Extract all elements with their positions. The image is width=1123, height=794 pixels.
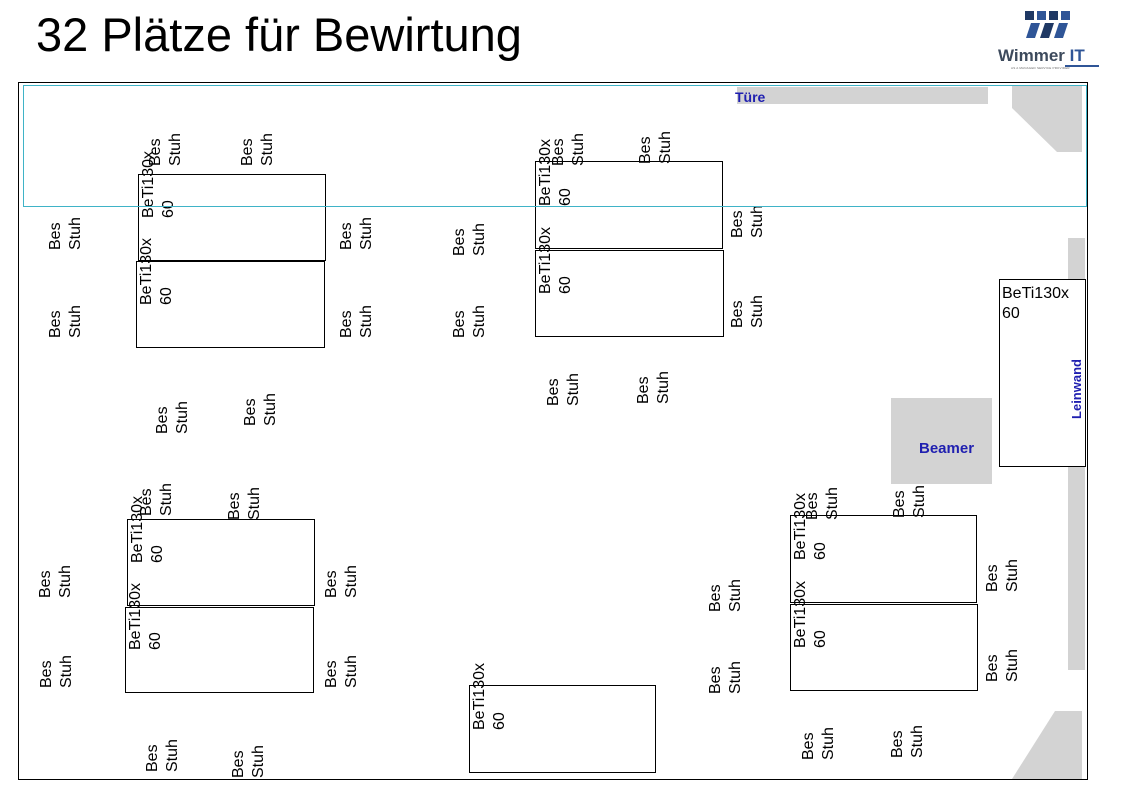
chair: Bes Stuh — [706, 648, 746, 694]
table: BeTi130x 60 — [790, 581, 978, 691]
chair: Bes Stuh — [450, 292, 490, 338]
chair: Bes Stuh — [983, 546, 1023, 592]
chair: Bes Stuh — [322, 552, 362, 598]
chair: Bes Stuh — [803, 474, 843, 520]
chair-label: Bes Stuh — [323, 655, 360, 688]
corner-fixture-bottom — [1012, 711, 1082, 779]
chair-label: Bes Stuh — [545, 373, 582, 406]
table: BeTi130x 60 — [790, 493, 977, 603]
chair-label: Bes Stuh — [47, 217, 84, 250]
chair: Bes Stuh — [799, 714, 839, 760]
chair-label: Bes Stuh — [635, 371, 672, 404]
screen-label: Leinwand — [1069, 359, 1084, 419]
table: BeTi130x 60 — [469, 663, 656, 773]
table: BeTi130x 60 — [127, 496, 315, 606]
chair-label: Bes Stuh — [242, 393, 279, 426]
chair: Bes Stuh — [728, 282, 768, 328]
chair: Bes Stuh — [46, 292, 86, 338]
chair-label: Bes Stuh — [38, 655, 75, 688]
chair-label: Bes Stuh — [800, 727, 837, 760]
chair: Bes Stuh — [634, 358, 674, 404]
table: BeTi130x 60 — [138, 151, 326, 261]
chair: Bes Stuh — [983, 636, 1023, 682]
chair: Bes Stuh — [241, 380, 281, 426]
door-label: Türe — [735, 89, 766, 105]
chair-label: Bes Stuh — [144, 739, 181, 772]
chair: Bes Stuh — [544, 360, 584, 406]
chair-label: Bes Stuh — [338, 217, 375, 250]
chair: Bes Stuh — [337, 292, 377, 338]
table-label: BeTi130x 60 — [537, 227, 574, 294]
chair: Bes Stuh — [36, 552, 76, 598]
chair-label: Bes Stuh — [804, 487, 841, 520]
chair-label: Bes Stuh — [707, 661, 744, 694]
chair: Bes Stuh — [37, 642, 77, 688]
logo-underline — [1065, 65, 1099, 67]
chair-label: Bes Stuh — [47, 305, 84, 338]
table-horizontal: BeTi130x 60 — [999, 279, 1086, 467]
chair-label: Bes Stuh — [451, 305, 488, 338]
chair-label: Bes Stuh — [729, 295, 766, 328]
chair-label: Bes Stuh — [891, 485, 928, 518]
chair: Bes Stuh — [450, 210, 490, 256]
chair: Bes Stuh — [225, 474, 265, 520]
table-label: BeTi130x 60 — [471, 663, 508, 730]
beamer-label: Beamer — [919, 440, 975, 457]
corner-fixture-top — [1012, 86, 1082, 152]
chair: Bes Stuh — [337, 204, 377, 250]
chair: Bes Stuh — [322, 642, 362, 688]
table-label: BeTi130x 60 — [792, 581, 829, 648]
table: BeTi130x 60 — [136, 238, 325, 348]
door — [737, 87, 988, 104]
table-label: BeTi130x 60 — [127, 583, 164, 650]
chair: Bes Stuh — [143, 726, 183, 772]
table: BeTi130x 60 — [535, 139, 723, 249]
chair-label: Bes Stuh — [37, 565, 74, 598]
chair-label: Bes Stuh — [154, 401, 191, 434]
company-logo: Wimmer IT AS A MANAGED SERVICE PROVIDER — [993, 8, 1105, 70]
table-label: BeTi130x 60 — [138, 238, 175, 305]
chair: Bes Stuh — [888, 712, 928, 758]
logo-name: Wimmer IT — [998, 46, 1085, 65]
chair-label: Bes Stuh — [323, 565, 360, 598]
chair-label: Bes Stuh — [138, 483, 175, 516]
chair-label: Bes Stuh — [984, 649, 1021, 682]
chair: Bes Stuh — [706, 566, 746, 612]
chair-label: Bes Stuh — [984, 559, 1021, 592]
chair-label: Bes Stuh — [729, 205, 766, 238]
chair-label: Bes Stuh — [338, 305, 375, 338]
chair: Bes Stuh — [229, 732, 269, 778]
chair: Bes Stuh — [890, 472, 930, 518]
table: BeTi130x 60 — [125, 583, 314, 693]
selection-frame — [23, 85, 1087, 207]
room-outline — [18, 82, 1088, 780]
chair-label: Bes Stuh — [707, 579, 744, 612]
logo-tagline: AS A MANAGED SERVICE PROVIDER — [1011, 66, 1070, 70]
chair-label: Bes Stuh — [230, 745, 267, 778]
chair-label: Bes Stuh — [226, 487, 263, 520]
chair-label: Bes Stuh — [451, 223, 488, 256]
beamer — [891, 398, 992, 484]
page-title: 32 Plätze für Bewirtung — [36, 8, 522, 61]
chair-label: Bes Stuh — [889, 725, 926, 758]
table: BeTi130x 60 — [535, 227, 724, 337]
chair: Bes Stuh — [153, 388, 193, 434]
logo-mark-icon — [1025, 11, 1070, 38]
chair: Bes Stuh — [46, 204, 86, 250]
chair: Bes Stuh — [137, 470, 177, 516]
